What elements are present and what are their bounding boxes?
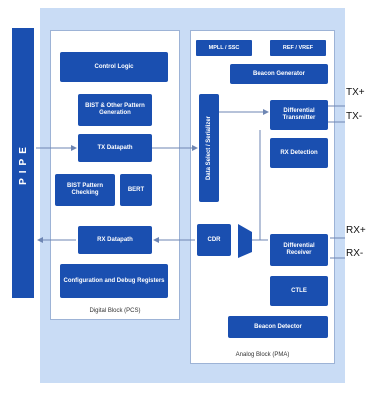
mux-shape [238,224,252,258]
rx-minus-label: RX- [346,248,364,259]
data-select-serializer-block: Data Select / Serializer [199,94,219,202]
tx-plus-label: TX+ [346,87,365,98]
mpll-ssc-block: MPLL / SSC [196,40,252,56]
differential-transmitter-block: Differential Transmitter [270,100,328,130]
ctle-block: CTLE [270,276,328,306]
rx-plus-label: RX+ [346,225,366,236]
control-logic-block: Control Logic [60,52,168,82]
configuration-debug-registers-block: Configuration and Debug Registers [60,264,168,298]
beacon-detector-block: Beacon Detector [228,316,328,338]
digital-block-title: Digital Block (PCS) [89,308,141,314]
bist-pattern-checking-block: BIST Pattern Checking [55,174,115,206]
analog-block-title: Analog Block (PMA) [235,352,290,358]
tx-minus-label: TX- [346,111,363,122]
ref-vref-block: REF / VREF [270,40,326,56]
differential-receiver-block: Differential Receiver [270,234,328,266]
cdr-block: CDR [197,224,231,256]
pipe-bar: PIPE [12,28,34,298]
bert-block: BERT [120,174,152,206]
rx-detection-block: RX Detection [270,138,328,168]
bist-pattern-generation-block: BIST & Other Pattern Generation [78,94,152,126]
rx-datapath-block: RX Datapath [78,226,152,254]
tx-datapath-block: TX Datapath [78,134,152,162]
beacon-generator-block: Beacon Generator [230,64,328,84]
